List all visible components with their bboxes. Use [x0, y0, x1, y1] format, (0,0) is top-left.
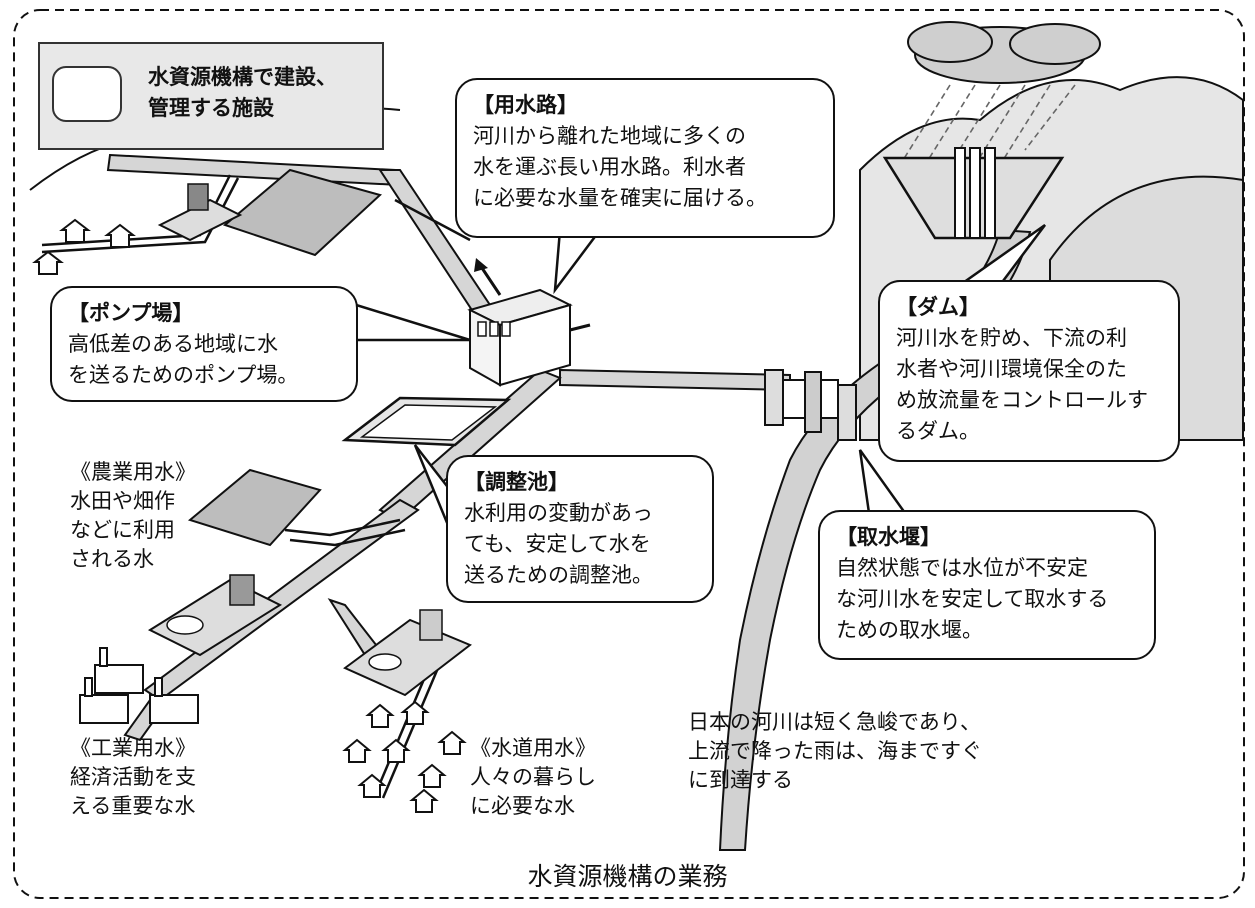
callout-weir-title: 【取水堰】	[836, 525, 941, 549]
label-river-note: 日本の河川は短く急峻であり、 上流で降った雨は、海まですぐ に到達する	[688, 710, 982, 792]
factories	[79, 647, 199, 724]
legend-text: 水資源機構で建設、 管理する施設	[148, 65, 337, 120]
callout-pond: 【調整池】 水利用の変動があっ ても、安定して水を 送るための調整池。	[446, 455, 714, 603]
callout-pond-title: 【調整池】	[464, 470, 569, 494]
callout-pond-body: 水利用の変動があっ ても、安定して水を 送るための調整池。	[464, 501, 653, 587]
treatment-plant-water	[343, 609, 472, 697]
regulating-pond	[341, 396, 512, 447]
rice-field-mid	[187, 468, 322, 547]
intake-weir	[764, 369, 857, 441]
legend-box: 水資源機構で建設、 管理する施設	[38, 42, 384, 150]
dashed-frame	[13, 9, 1245, 899]
diagram-caption: 水資源機構の業務	[527, 862, 728, 891]
rain-cloud	[899, 21, 1101, 166]
dam-structure	[882, 147, 1065, 240]
label-domestic-water: 《水道用水》 人々の暮らし に必要な水	[470, 736, 596, 818]
callout-pump-body: 高低差のある地域に水 を送るためのポンプ場。	[68, 332, 299, 387]
pump-station	[467, 258, 591, 387]
rice-field-top	[222, 168, 382, 257]
callout-dam: 【ダム】 河川水を貯め、下流の利 水者や河川環境保全のた め放流量をコントロール…	[878, 280, 1180, 462]
treatment-plant-top	[157, 183, 243, 242]
callout-dam-title: 【ダム】	[896, 295, 980, 319]
callout-weir-body: 自然状態では水位が不安定 な河川水を安定して取水する ための取水堰。	[836, 556, 1109, 642]
callout-pump-title: 【ポンプ場】	[68, 301, 194, 325]
label-industrial-water: 《工業用水》 経済活動を支 える重要な水	[70, 736, 196, 818]
callout-pump: 【ポンプ場】 高低差のある地域に水 を送るためのポンプ場。	[50, 286, 358, 402]
callout-canal-title: 【用水路】	[473, 93, 578, 117]
legend-callout-symbol	[52, 66, 122, 122]
callout-canal-body: 河川から離れた地域に多くの 水を運ぶ長い用水路。利水者 に必要な水量を確実に届け…	[473, 124, 767, 210]
callout-weir: 【取水堰】 自然状態では水位が不安定 な河川水を安定して取水する ための取水堰。	[818, 510, 1156, 660]
callout-canal: 【用水路】 河川から離れた地域に多くの 水を運ぶ長い用水路。利水者 に必要な水量…	[455, 78, 835, 238]
callout-dam-body: 河川水を貯め、下流の利 水者や河川環境保全のた め放流量をコントロールす るダム…	[896, 326, 1148, 443]
label-agricultural-water: 《農業用水》 水田や畑作 などに利用 される水	[70, 460, 196, 571]
houses	[32, 218, 467, 813]
treatment-plant-industry	[147, 574, 283, 657]
